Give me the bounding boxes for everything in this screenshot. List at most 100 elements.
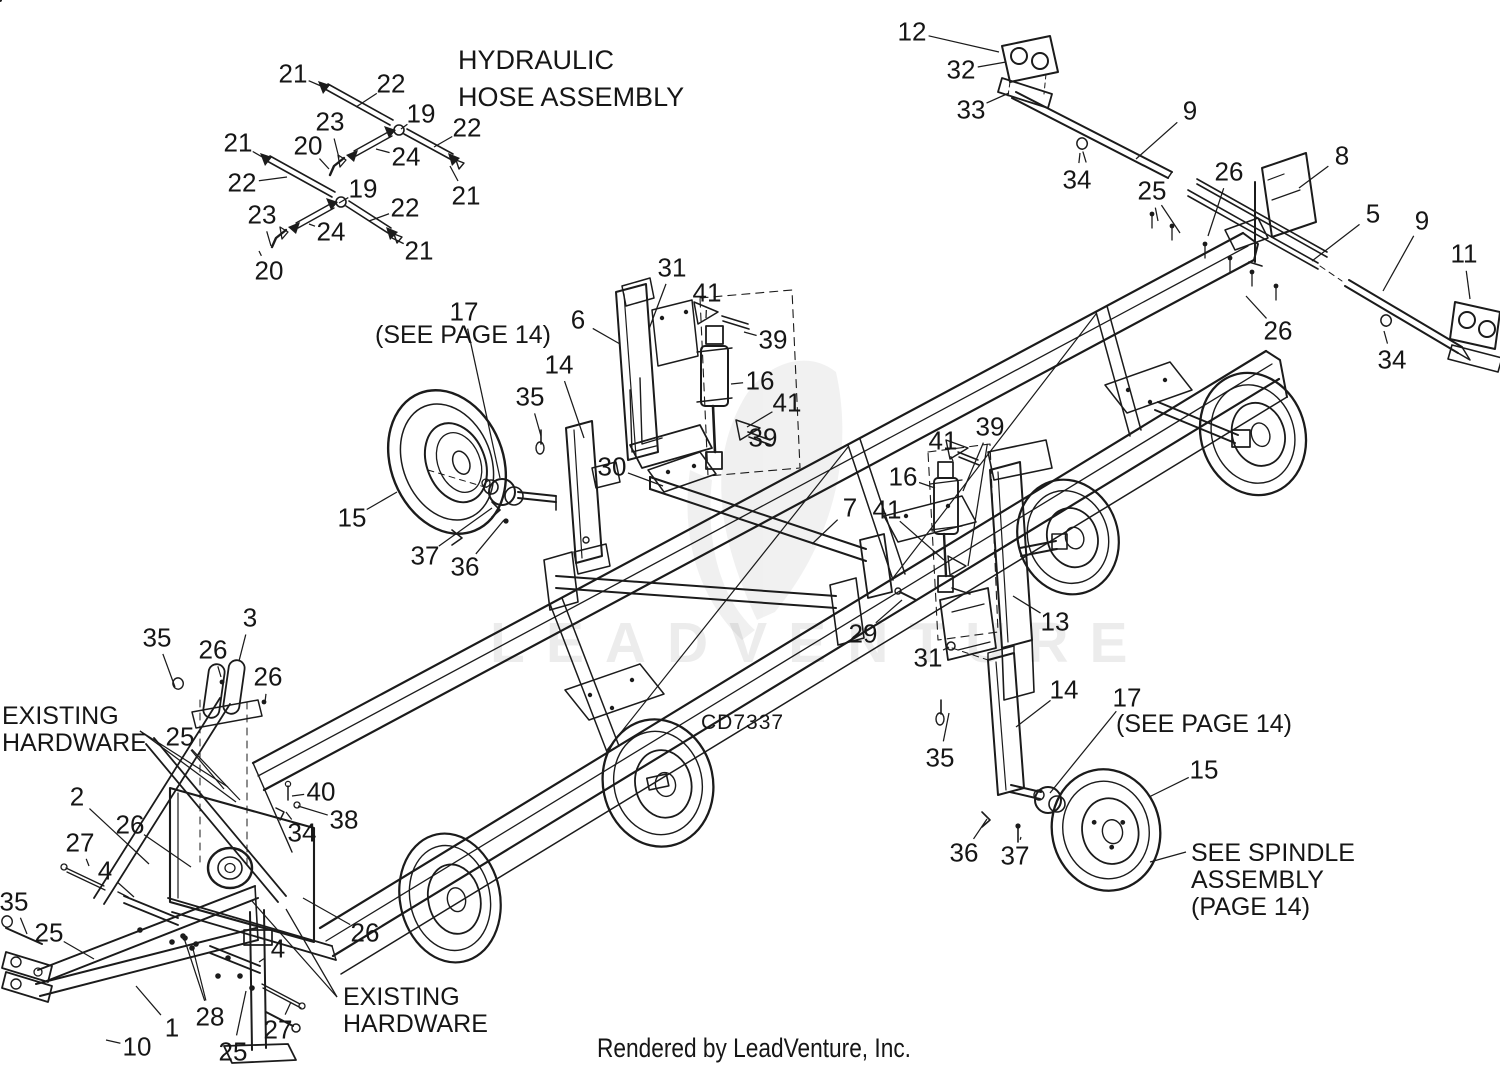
- wheel-center: [601, 718, 715, 848]
- callout-24-12: 24: [316, 216, 346, 247]
- callout-35-74: 35: [925, 742, 955, 773]
- axle-arm-rear-right: [1154, 401, 1251, 448]
- callout-25-55: 25: [165, 721, 195, 752]
- wheel-mid-right: [1016, 478, 1120, 596]
- hydraulic-cylinder-right: [929, 439, 980, 595]
- spindle-hub-left: [427, 469, 557, 546]
- light-bar-rod-left: [1011, 91, 1173, 179]
- note-see-spindle-assembly-line: SEE SPINDLE: [1191, 839, 1355, 867]
- callout-22-6: 22: [452, 112, 482, 143]
- callout-29-48: 29: [848, 618, 878, 649]
- callout-26-27: 26: [1263, 315, 1293, 346]
- callout-28-67: 28: [195, 1001, 225, 1032]
- callout-7-43: 7: [842, 492, 858, 523]
- callout-26-52: 26: [198, 634, 228, 665]
- drawing-code: CD7337: [701, 711, 785, 734]
- callout-15-75: 15: [1189, 754, 1219, 785]
- frame-front-rail: [252, 349, 1288, 975]
- frame-mount-plates: [0, 0, 1269, 721]
- rear-channel-strips: [1149, 178, 1343, 301]
- note-existing-hardware-lower-line: EXISTING: [343, 983, 460, 1011]
- callout-2-56: 2: [69, 781, 85, 812]
- callout-4-59: 4: [97, 855, 113, 886]
- callout-39-45: 39: [975, 411, 1005, 442]
- cross-beam-30: [649, 476, 977, 599]
- note-existing-hardware-lower-line: HARDWARE: [343, 1010, 488, 1038]
- support-post-left-14: [535, 420, 621, 575]
- callout-21-8: 21: [223, 127, 253, 158]
- callout-17-29: 17: [449, 296, 479, 327]
- callout-34-28: 34: [1377, 344, 1407, 375]
- footer-credit-text: Rendered by LeadVenture, Inc.: [597, 1033, 911, 1063]
- callout-13-50: 13: [1040, 606, 1070, 637]
- note-see-spindle-assembly-line: ASSEMBLY: [1191, 866, 1324, 894]
- callout-9-19: 9: [1182, 95, 1198, 126]
- callout-16-46: 16: [888, 461, 918, 492]
- callout-26-57: 26: [115, 809, 145, 840]
- callout-23-10: 23: [247, 199, 277, 230]
- callout-22-1: 22: [376, 68, 406, 99]
- hydraulic-hose-group-upper: [318, 81, 465, 177]
- callout-41-37: 41: [772, 387, 802, 418]
- tail-light-right: [1447, 301, 1500, 373]
- callout-5-24: 5: [1365, 198, 1381, 229]
- callout-10-66: 10: [122, 1031, 152, 1062]
- callout-17-73: 17: [1112, 682, 1142, 713]
- callout-26-54: 26: [253, 661, 283, 692]
- callout-41-34: 41: [692, 277, 722, 308]
- smv-emblem-bracket: [1248, 152, 1317, 267]
- wheel-front-left: [398, 832, 502, 964]
- callout-23-3: 23: [315, 106, 345, 137]
- callout-1-65: 1: [164, 1012, 180, 1043]
- callout-35-31: 35: [515, 381, 545, 412]
- callout-37-41: 37: [410, 540, 440, 571]
- note-existing-hardware-upper-line: HARDWARE: [2, 729, 147, 757]
- callout-27-58: 27: [65, 827, 95, 858]
- callout-33-18: 33: [956, 94, 986, 125]
- callout-32-17: 32: [946, 54, 976, 85]
- tongue-a-frame: [1, 885, 259, 1003]
- callout-36-76: 36: [949, 837, 979, 868]
- callout-16-36: 16: [745, 365, 775, 396]
- callout-12-16: 12: [897, 16, 927, 47]
- callout-34-20: 34: [1062, 164, 1092, 195]
- hitch-plate-assembly: [93, 659, 337, 961]
- callout-40-60: 40: [306, 776, 336, 807]
- callout-38-61: 38: [329, 804, 359, 835]
- callout-31-49: 31: [913, 642, 943, 673]
- spindle-hub-right: [981, 784, 1066, 843]
- wheel-bottom-right: [1050, 768, 1162, 892]
- callout-24-5: 24: [391, 141, 421, 172]
- callout-4-70: 4: [270, 933, 286, 964]
- callout-35-51: 35: [142, 622, 172, 653]
- hydraulic-hose-group-lower: [260, 153, 403, 249]
- support-tower-left: [615, 277, 801, 477]
- callout-34-62: 34: [287, 817, 317, 848]
- callout-21-14: 21: [404, 235, 434, 266]
- callout-19-11: 19: [348, 173, 378, 204]
- note-see-page-14-right: (SEE PAGE 14): [1116, 711, 1292, 738]
- note-existing-hardware-upper-line: EXISTING: [2, 702, 119, 730]
- callout-26-71: 26: [350, 917, 380, 948]
- callout-36-42: 36: [450, 551, 480, 582]
- diagram-title-line2: HOSE ASSEMBLY: [458, 82, 685, 112]
- callout-25-64: 25: [34, 917, 64, 948]
- diagram-title-line1: HYDRAULIC: [458, 45, 615, 75]
- footer-credit: Rendered by LeadVenture, Inc.: [597, 1033, 971, 1064]
- hydraulic-cylinder-left: [693, 301, 772, 470]
- callout-19-2: 19: [406, 98, 436, 129]
- callout-11-26: 11: [1450, 238, 1478, 269]
- note-see-page-14-right-line: (SEE PAGE 14): [1116, 710, 1292, 738]
- callout-20-4: 20: [293, 130, 323, 161]
- callout-3-53: 3: [242, 602, 258, 633]
- callout-25-68: 25: [218, 1036, 248, 1067]
- diagram-title: HYDRAULIC HOSE ASSEMBLY: [458, 42, 684, 116]
- wheel-left-spare: [386, 389, 508, 535]
- callout-14-30: 14: [544, 349, 574, 380]
- callout-37-77: 37: [1000, 840, 1030, 871]
- callout-27-69: 27: [263, 1014, 293, 1045]
